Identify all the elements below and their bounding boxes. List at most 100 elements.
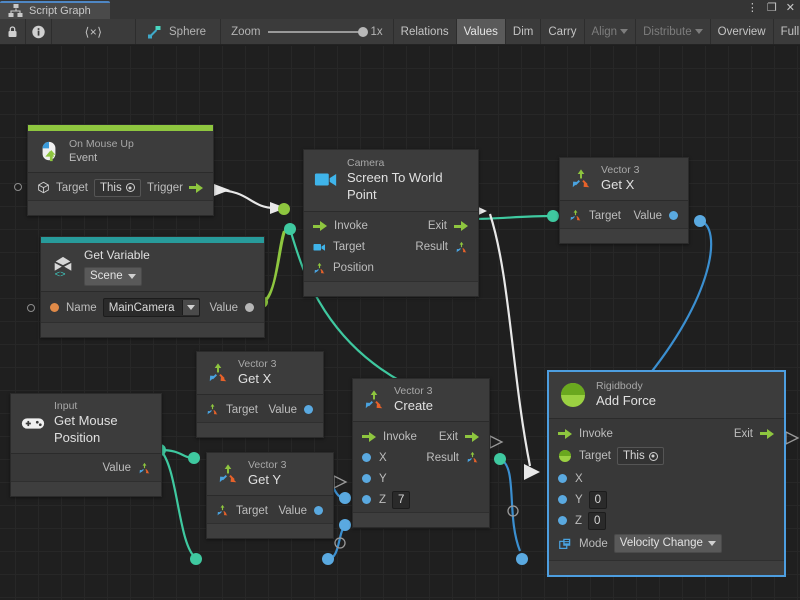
relations-button[interactable]: Relations (393, 19, 457, 44)
port-row-value[interactable]: Value (11, 458, 161, 479)
zoom-control[interactable]: Zoom 1x (221, 19, 394, 44)
port-row-target[interactable]: Target This (549, 444, 784, 468)
port-label-result: Result (426, 451, 459, 464)
port-row-target[interactable]: Target Result (304, 237, 478, 258)
window-maximize-button[interactable]: ❐ (766, 2, 777, 14)
port-row-z[interactable]: Z 0 (549, 510, 784, 531)
port-dot-y[interactable] (362, 474, 371, 484)
port-dot-name-inline[interactable] (50, 303, 59, 313)
node-vector3-get-x-mid[interactable]: Vector 3 Get X Target Value (196, 351, 324, 439)
node-subtitle: Vector 3 (601, 164, 640, 176)
node-get-mouse-position[interactable]: Input Get Mouse Position Value (10, 393, 162, 497)
force-mode-dropdown[interactable]: Velocity Change (613, 534, 722, 554)
flow-out-exit-icon[interactable] (454, 221, 468, 232)
node-screen-to-world-point[interactable]: Camera Screen To World Point Invoke Exit (303, 149, 479, 297)
port-row-z[interactable]: Z 7 (353, 489, 489, 510)
node-vector3-get-x-top[interactable]: Vector 3 Get X Target Value (559, 157, 689, 245)
chevron-down-icon (707, 541, 716, 547)
carry-button[interactable]: Carry (541, 19, 585, 44)
port-row-y[interactable]: Y (353, 468, 489, 489)
port-row-target[interactable]: Target Value (207, 500, 333, 521)
node-header: Vector 3 Create (353, 379, 489, 423)
port-row-invoke[interactable]: Invoke Exit (549, 423, 784, 444)
variable-name-field[interactable]: MainCamera (102, 298, 200, 318)
flow-in-invoke-icon[interactable] (362, 431, 376, 442)
target-picker-icon[interactable] (125, 183, 135, 193)
port-row-name[interactable]: Name MainCamera Value (27, 296, 264, 320)
port-row-invoke[interactable]: Invoke Exit (353, 426, 489, 447)
port-row-target[interactable]: Target Value (560, 205, 688, 226)
align-button[interactable]: Align (584, 19, 637, 44)
port-row-invoke[interactable]: Invoke Exit (304, 216, 478, 237)
window-close-button[interactable]: ✕ (785, 2, 795, 14)
z-value-field[interactable]: 0 (588, 511, 607, 530)
port-dot-target[interactable] (14, 183, 22, 192)
node-body: Invoke Exit X Result (353, 422, 489, 513)
chevron-down-icon (127, 273, 136, 279)
values-button[interactable]: Values (456, 19, 506, 44)
window-menu-button[interactable]: ⋮ (746, 2, 758, 14)
port-row-x[interactable]: X Result (353, 447, 489, 468)
node-add-force[interactable]: Rigidbody Add Force Invoke Exit (548, 371, 785, 577)
port-row-x[interactable]: X (549, 468, 784, 489)
zoom-slider-knob[interactable] (357, 26, 368, 37)
target-picker-icon[interactable] (648, 451, 658, 461)
tab-label: Script Graph (29, 4, 91, 17)
y-value-text: 0 (594, 493, 602, 506)
vector3-port-icon (456, 241, 467, 253)
port-dot-value[interactable] (304, 405, 313, 415)
graph-selector[interactable]: Sphere (136, 19, 222, 44)
variable-name-dropdown-button[interactable] (181, 300, 199, 316)
dim-button[interactable]: Dim (505, 19, 542, 44)
flow-in-invoke-icon[interactable] (558, 428, 572, 439)
graph-canvas[interactable]: On Mouse Up Event Target This (0, 46, 800, 600)
flow-out-exit-icon[interactable] (465, 431, 479, 442)
port-row-position[interactable]: Position (304, 258, 478, 279)
node-body: Name MainCamera Value (27, 291, 264, 322)
port-dot-z[interactable] (362, 495, 371, 505)
z-value-field[interactable]: 7 (392, 490, 411, 509)
target-value-pill[interactable]: This (93, 178, 141, 197)
variable-name-value: MainCamera (108, 301, 175, 314)
port-dot-y[interactable] (558, 495, 567, 505)
port-row-target[interactable]: Target Value (197, 399, 323, 420)
code-button[interactable]: ⟨×⟩ (52, 19, 136, 44)
port-dot-x[interactable] (362, 453, 371, 463)
port-dot-x[interactable] (558, 474, 567, 484)
variable-scope-dropdown[interactable]: Scene (84, 266, 142, 286)
y-value-field[interactable]: 0 (588, 490, 608, 509)
node-title: Get Mouse Position (54, 413, 118, 446)
force-mode-value: Velocity Change (619, 537, 703, 550)
port-dot-name[interactable] (27, 303, 35, 312)
overview-button[interactable]: Overview (710, 19, 774, 44)
tab-script-graph[interactable]: Script Graph (0, 1, 110, 19)
fullscreen-button[interactable]: Full Screen (773, 19, 800, 44)
port-row-target[interactable]: Target This Trigger (14, 177, 213, 198)
target-value-pill[interactable]: This (616, 447, 664, 466)
port-row-y[interactable]: Y 0 (549, 489, 784, 510)
port-dot-value[interactable] (245, 303, 254, 313)
flow-out-exit-icon[interactable] (760, 428, 774, 439)
chevron-down-icon (620, 29, 629, 34)
vector3-port-icon (314, 262, 325, 274)
flow-in-invoke-icon[interactable] (313, 221, 327, 232)
lock-button[interactable] (0, 19, 26, 44)
info-button[interactable] (26, 19, 52, 44)
svg-text:<>: <> (55, 269, 66, 279)
node-get-variable[interactable]: <> Get Variable Scene Name MainCamera (27, 236, 265, 338)
distribute-button[interactable]: Distribute (636, 19, 711, 44)
unity-variable-icon: <> (54, 256, 72, 279)
port-dot-z[interactable] (558, 516, 567, 526)
node-title-group: Vector 3 Get X (601, 164, 640, 194)
port-dot-value[interactable] (669, 211, 678, 221)
node-vector3-create[interactable]: Vector 3 Create Invoke Exit X Result (352, 378, 490, 529)
zoom-slider[interactable] (267, 26, 368, 37)
flow-out-trigger-icon[interactable] (189, 182, 203, 193)
camera-port-icon (313, 243, 325, 251)
node-vector3-get-y[interactable]: Vector 3 Get Y Target Value (206, 452, 334, 540)
port-row-mode[interactable]: Mode Velocity Change (549, 531, 784, 556)
port-dot-value[interactable] (314, 506, 323, 516)
window-titlebar: Script Graph ⋮ ❐ ✕ (0, 0, 800, 19)
node-on-mouse-up[interactable]: On Mouse Up Event Target This (14, 124, 214, 217)
enum-icon (559, 538, 571, 549)
